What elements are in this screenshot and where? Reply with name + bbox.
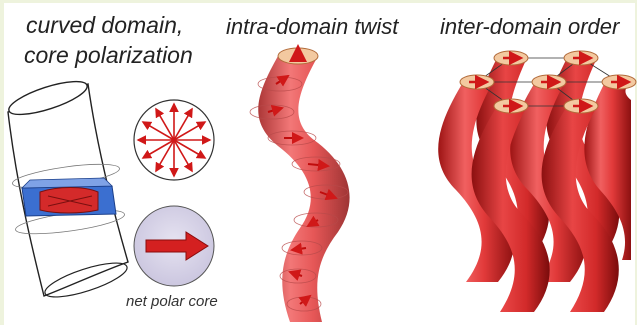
panel-curved-title-line2: core polarization [24,42,193,69]
tube-array [438,51,636,312]
panel-twist-title: intra-domain twist [226,14,398,40]
radial-polarization-diagram [134,100,214,180]
panel-order-title: inter-domain order [440,14,619,40]
twisted-tube [250,47,350,322]
net-polar-core-diagram [134,206,214,286]
panel-curved-title-line1: curved domain, [26,12,183,39]
net-polar-core-caption: net polar core [126,293,218,310]
core-polarization-slab [22,178,116,216]
